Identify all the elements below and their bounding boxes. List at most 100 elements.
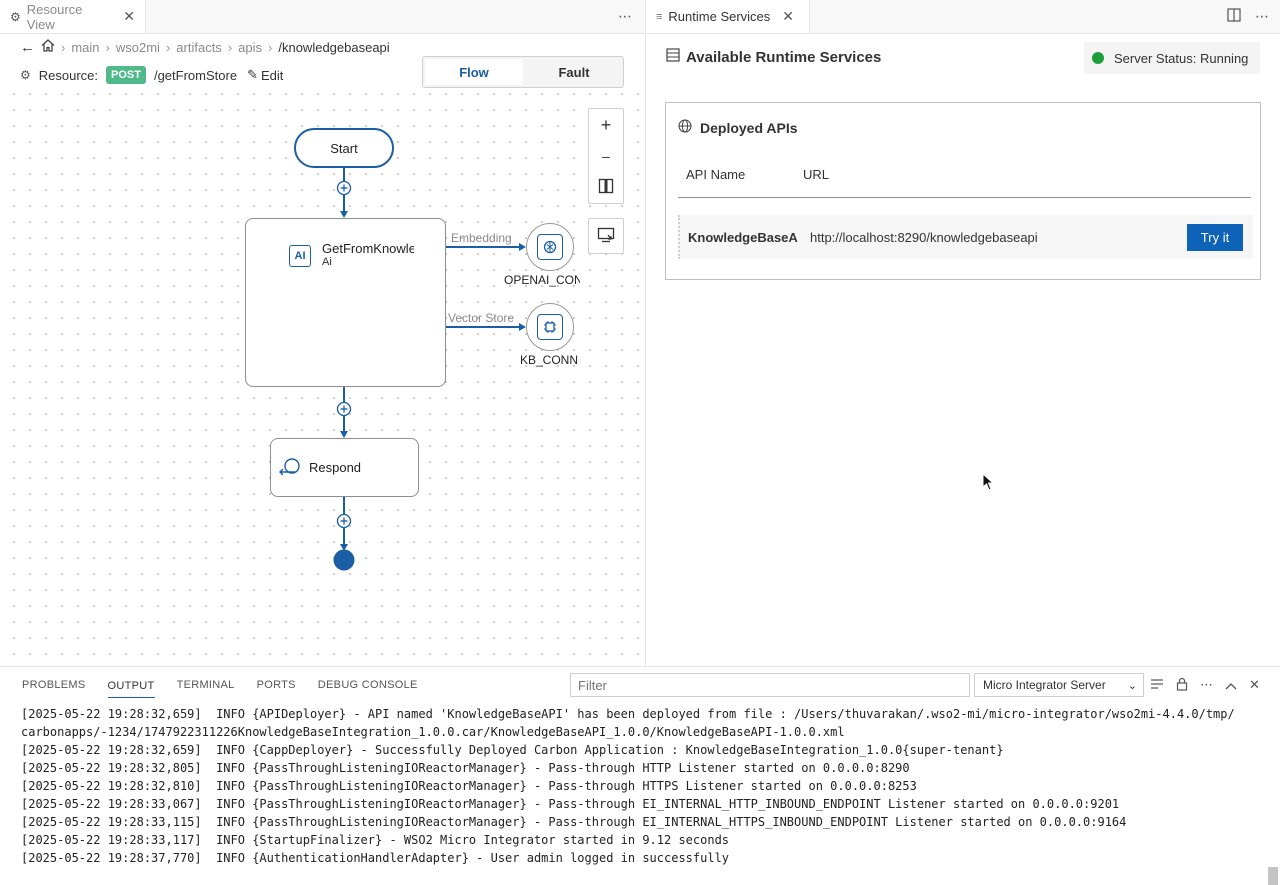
fault-tab[interactable]: Fault (558, 64, 590, 80)
gear-icon: ⚙ (10, 9, 21, 24)
globe-icon (678, 119, 692, 136)
bottom-panel: PROBLEMS OUTPUT TERMINAL PORTS DEBUG CON… (0, 666, 1280, 885)
log-line: [2025-05-22 19:28:33,117] INFO {StartupF… (21, 833, 730, 847)
server-icon (666, 48, 680, 66)
status-dot (1092, 52, 1104, 64)
close-panel-icon[interactable]: ✕ (1249, 677, 1260, 692)
breadcrumb-item[interactable]: main (71, 39, 100, 55)
header-divider (678, 197, 1251, 198)
chevron-right-icon: › (105, 39, 110, 55)
home-icon[interactable] (41, 39, 55, 55)
breadcrumb-item[interactable]: apis (238, 39, 263, 55)
resource-view-pane: ⚙ Resource View ✕ ⋯ ← › main › wso2mi › … (0, 0, 644, 666)
channel-label: Micro Integrator Server (983, 678, 1106, 692)
tab-label: Runtime Services (668, 9, 771, 24)
ai-node-subtitle: Ai (322, 256, 332, 268)
right-tab-bar: ≡ Runtime Services ✕ ⋯ (646, 0, 1280, 34)
breadcrumb-item[interactable]: artifacts (176, 39, 222, 55)
screen-download-icon (597, 227, 615, 246)
openai-icon (537, 234, 563, 260)
view-toggle: Flow Fault (422, 56, 624, 88)
col-api-name: API Name (686, 167, 746, 182)
tab-debug-console[interactable]: DEBUG CONSOLE (317, 679, 418, 691)
respond-icon (277, 457, 303, 482)
runtime-title: Available Runtime Services (686, 48, 882, 66)
more-actions-icon[interactable]: ⋯ (1200, 677, 1213, 692)
respond-node[interactable]: Respond (270, 438, 419, 497)
embedding-connection-label: OPENAI_CONN (504, 273, 580, 287)
tab-runtime-services[interactable]: ≡ Runtime Services ✕ (646, 0, 810, 33)
log-line: [2025-05-22 19:28:32,805] INFO {PassThro… (21, 761, 910, 775)
tab-ports[interactable]: PORTS (256, 679, 296, 691)
mouse-cursor-icon (982, 472, 995, 494)
log-line: [2025-05-22 19:28:32,810] INFO {PassThro… (21, 779, 917, 793)
pencil-icon: ✎ (247, 67, 258, 82)
try-it-button[interactable]: Try it (1187, 224, 1243, 251)
embedding-connection-node[interactable] (526, 223, 574, 271)
add-step-icon[interactable] (336, 513, 352, 529)
deployed-apis-title: Deployed APIs (678, 119, 798, 136)
tab-terminal[interactable]: TERMINAL (176, 679, 235, 691)
zoom-controls: + – (588, 108, 624, 204)
chevron-right-icon: › (268, 39, 273, 55)
lock-icon[interactable] (1176, 677, 1188, 694)
output-channel-select[interactable]: Micro Integrator Server ⌄ (974, 673, 1144, 697)
flow-tab[interactable]: Flow (425, 59, 523, 85)
filter-input[interactable] (570, 673, 970, 697)
chevron-up-icon[interactable] (1225, 678, 1237, 693)
deployed-apis-card: Deployed APIs API Name URL KnowledgeBase… (665, 102, 1261, 280)
tab-output[interactable]: OUTPUT (107, 674, 155, 698)
api-url-cell: http://localhost:8290/knowledgebaseapi (810, 230, 1038, 245)
zoom-out-icon[interactable]: – (602, 147, 610, 164)
server-status: Server Status: Running (1084, 42, 1260, 74)
chevron-right-icon: › (227, 39, 233, 55)
panel-tabs: PROBLEMS OUTPUT TERMINAL PORTS DEBUG CON… (0, 667, 418, 703)
chip-icon (537, 314, 563, 340)
log-line: [2025-05-22 19:28:33,067] INFO {PassThro… (21, 797, 1120, 811)
server-status-text: Server Status: Running (1114, 50, 1249, 66)
tab-problems[interactable]: PROBLEMS (22, 679, 86, 691)
more-actions-icon[interactable]: ⋯ (618, 8, 632, 24)
deployed-apis-label: Deployed APIs (700, 119, 798, 136)
runtime-services-pane: ≡ Runtime Services ✕ ⋯ Available Runtime… (645, 0, 1280, 666)
split-editor-icon[interactable] (1227, 8, 1241, 25)
breadcrumb-item[interactable]: wso2mi (115, 39, 160, 55)
resource-label: Resource: (38, 67, 99, 83)
log-line: [2025-05-22 19:28:32,659] INFO {APIDeplo… (21, 707, 1235, 721)
diagram-edges (333, 168, 526, 571)
edit-label: Edit (260, 67, 284, 83)
tab-label: Resource View (26, 1, 83, 32)
edit-button[interactable]: ✎ Edit (247, 67, 283, 83)
fit-columns-icon[interactable] (598, 178, 614, 197)
download-diagram-button[interactable] (588, 218, 624, 254)
end-node (333, 549, 355, 571)
add-step-icon[interactable] (336, 180, 352, 196)
vector-store-connection-node[interactable] (526, 303, 574, 351)
chevron-right-icon: › (165, 39, 171, 55)
tab-resource-view[interactable]: ⚙ Resource View ✕ (0, 0, 146, 33)
close-icon[interactable]: ✕ (782, 8, 795, 24)
ai-mediator-node[interactable]: AI GetFromKnowledge Ai (245, 218, 446, 387)
chevron-down-icon: ⌄ (1127, 679, 1137, 692)
breadcrumb: ← › main › wso2mi › artifacts › apis › /… (0, 36, 644, 58)
respond-label: Respond (309, 460, 362, 475)
more-actions-icon[interactable]: ⋯ (1255, 8, 1269, 24)
close-icon[interactable]: ✕ (123, 8, 135, 24)
vector-store-edge-label: Vector Store (448, 311, 515, 325)
start-node[interactable]: Start (294, 128, 394, 168)
col-url: URL (803, 167, 830, 182)
scrollbar[interactable] (1268, 867, 1278, 885)
ai-icon: AI (289, 245, 311, 267)
panel-actions: ⋯ ✕ (1150, 673, 1260, 697)
back-arrow-icon[interactable]: ← (20, 38, 35, 56)
method-badge: POST (106, 66, 146, 84)
log-line: [2025-05-22 19:28:32,659] INFO {CappDepl… (21, 743, 1004, 757)
clear-output-icon[interactable] (1150, 678, 1164, 693)
log-line: [2025-05-22 19:28:33,115] INFO {PassThro… (21, 815, 1127, 829)
zoom-in-icon[interactable]: + (600, 114, 612, 135)
gear-icon: ⚙ (20, 68, 31, 82)
chevron-right-icon: › (61, 39, 66, 55)
vector-store-connection-label: KB_CONN (520, 353, 579, 367)
add-step-icon[interactable] (336, 401, 352, 417)
ai-node-title: GetFromKnowledge (322, 241, 414, 256)
